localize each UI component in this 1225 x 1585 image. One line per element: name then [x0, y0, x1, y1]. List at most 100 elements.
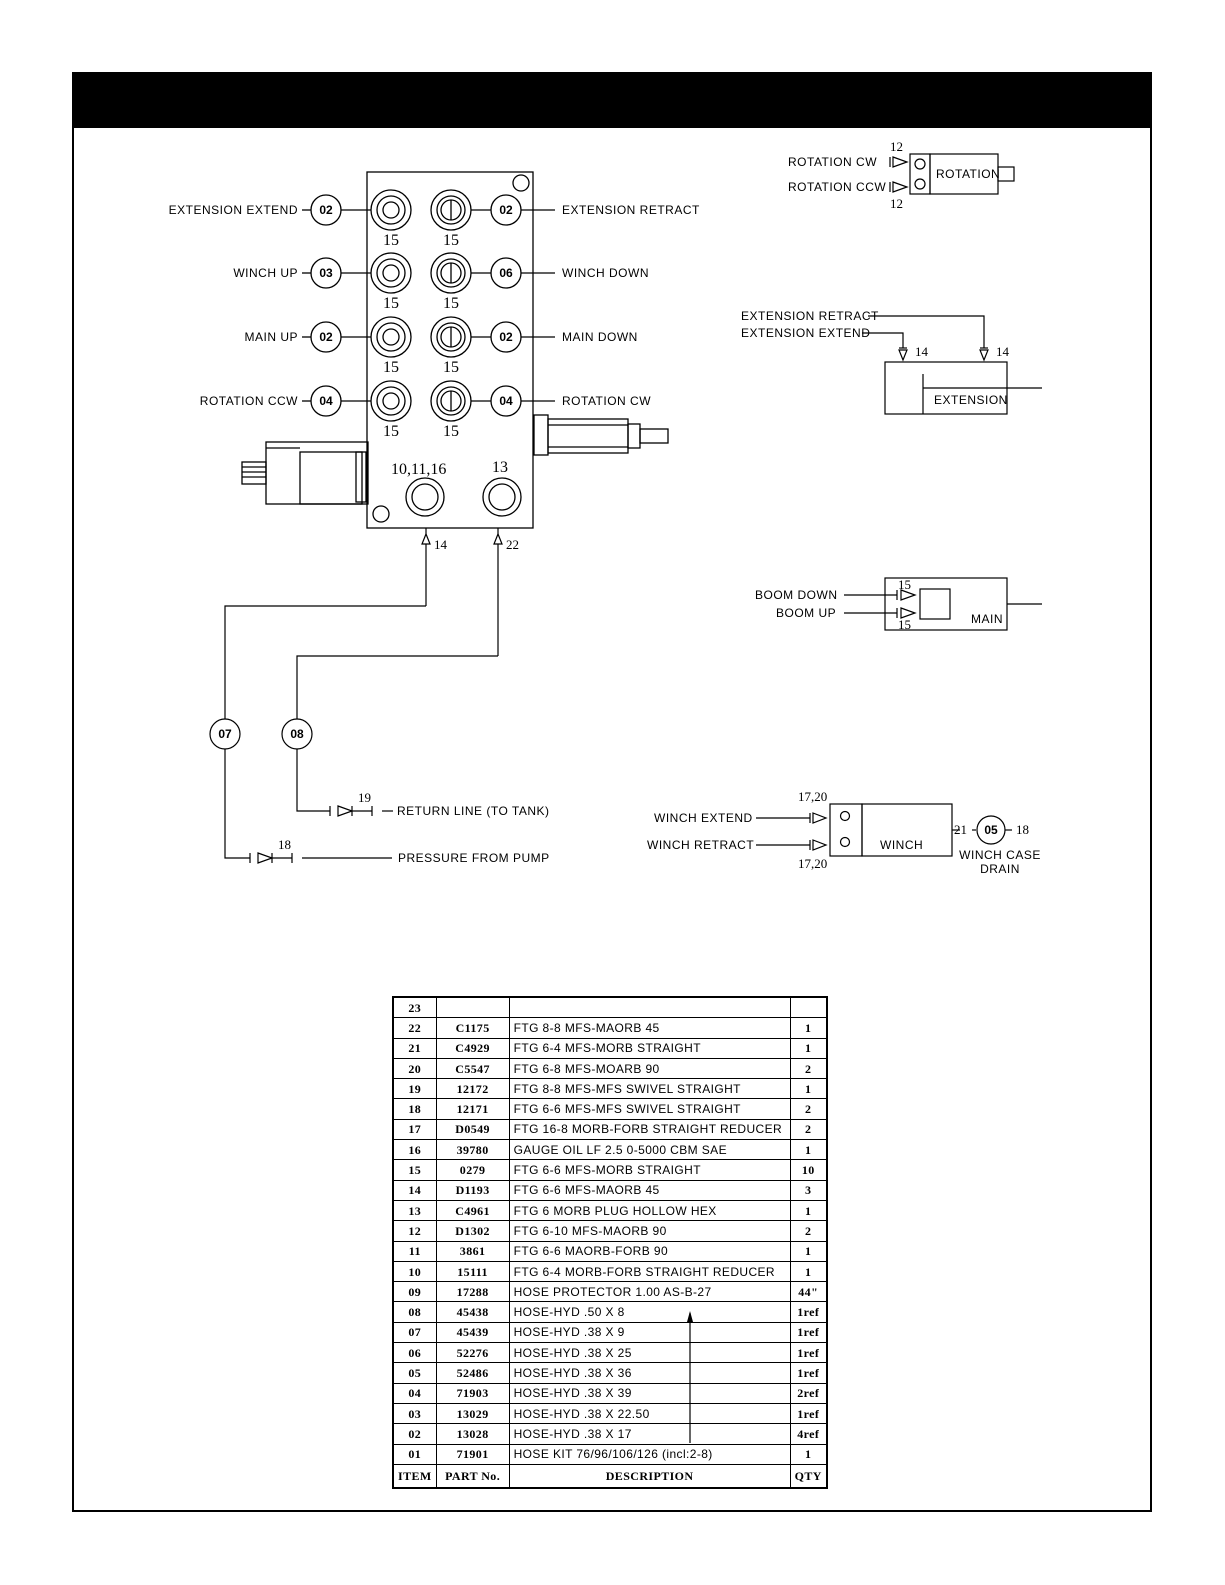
valve-ports: [302, 189, 555, 422]
table-cell-part: 13029: [435, 1402, 510, 1425]
table-cell-qty: 1: [789, 1037, 828, 1059]
title-band: [72, 72, 1152, 128]
table-cell-item: 23: [392, 996, 437, 1019]
rotation-box-label: ROTATION: [936, 167, 1000, 181]
valve-port-fitting: [382, 328, 400, 346]
table-cell-item: 19: [392, 1078, 437, 1100]
left-port-label: ROTATION CCW: [200, 394, 298, 408]
valve-mount-hole: [372, 505, 390, 523]
table-cell-part: 0279: [435, 1159, 510, 1181]
rotation-ccw-label: ROTATION CCW: [788, 180, 886, 194]
table-cell-qty: [789, 996, 828, 1019]
left-hose-bubble-label: 03: [319, 266, 333, 280]
table-cell-item: 09: [392, 1281, 437, 1303]
right-hose-bubble-label: 06: [499, 266, 513, 280]
table-cell-desc: FTG 6-8 MFS-MOARB 90: [508, 1057, 791, 1080]
hose-bubble-label: 07: [218, 727, 232, 741]
rotation-fitting-label: 12: [890, 196, 903, 211]
table-cell-item: 12: [392, 1220, 437, 1242]
table-cell-desc: FTG 6-6 MFS-MFS SWIVEL STRAIGHT: [508, 1098, 791, 1120]
table-cell-qty: 1ref: [789, 1362, 828, 1384]
plug-port: [482, 477, 522, 517]
main-fitting-label: 15: [898, 617, 911, 632]
valve-port-fitting: [436, 386, 466, 416]
table-cell-qty: 2: [789, 1220, 828, 1242]
winch-drain-fitting-label: 18: [1016, 822, 1029, 837]
right-port-label: WINCH DOWN: [562, 266, 649, 280]
port-fitting-label: 15: [383, 423, 399, 440]
table-cell-part: 12172: [435, 1078, 510, 1100]
table-cell-part: 12171: [435, 1098, 510, 1120]
table-cell-part: 52486: [435, 1362, 510, 1384]
winch-drain-label: DRAIN: [980, 862, 1020, 876]
table-cell-desc: FTG 6-4 MORB-FORB STRAIGHT REDUCER: [508, 1260, 791, 1283]
table-cell-part: 45438: [435, 1301, 510, 1323]
table-cell-desc: GAUGE OIL LF 2.5 0-5000 CBM SAE: [508, 1139, 791, 1161]
table-cell-item: 08: [392, 1301, 437, 1323]
right-port-label: MAIN DOWN: [562, 330, 638, 344]
relief-valve: [533, 414, 669, 456]
left-port-label: WINCH UP: [233, 266, 298, 280]
table-cell-part: D0549: [435, 1118, 510, 1141]
table-cell-item: 15: [392, 1159, 437, 1181]
table-header-desc: DESCRIPTION: [508, 1463, 791, 1489]
table-cell-part: C4961: [435, 1199, 510, 1222]
table-cell-part: C4929: [435, 1037, 510, 1059]
return-fitting-label: 19: [358, 790, 371, 805]
table-cell-desc: FTG 8-8 MFS-MFS SWIVEL STRAIGHT: [508, 1078, 791, 1100]
table-cell-desc: FTG 6-4 MFS-MORB STRAIGHT: [508, 1037, 791, 1059]
port-fitting-label: 15: [383, 359, 399, 376]
table-cell-qty: 1: [789, 1240, 828, 1262]
winch-fitting-label: 17,20: [798, 856, 827, 871]
table-cell-qty: 1ref: [789, 1402, 828, 1425]
valve-port-fitting: [436, 195, 466, 225]
winch-box-label: WINCH: [880, 838, 923, 852]
main-box-label: MAIN: [971, 612, 1003, 626]
table-cell-qty: 1: [789, 1078, 828, 1100]
table-cell-part: D1193: [435, 1179, 510, 1201]
table-cell-qty: 2: [789, 1098, 828, 1120]
table-cell-qty: 2: [789, 1057, 828, 1080]
plug-port-label: 13: [492, 459, 508, 476]
rotation-fitting-label: 12: [890, 139, 903, 154]
boom-up-label: BOOM UP: [776, 606, 836, 620]
table-cell-item: 16: [392, 1139, 437, 1161]
table-cell-desc: FTG 6-6 MFS-MORB STRAIGHT: [508, 1159, 791, 1181]
valve-port-fitting: [436, 322, 466, 352]
port-fitting-label: 15: [443, 232, 459, 249]
control-valve: [241, 171, 669, 529]
return-line-label: RETURN LINE (TO TANK): [397, 804, 550, 818]
table-cell-desc: FTG 6-6 MFS-MAORB 45: [508, 1179, 791, 1201]
rotation-motor: [889, 153, 1015, 195]
table-cell-qty: 1: [789, 1017, 828, 1039]
table-cell-desc: FTG 8-8 MFS-MAORB 45: [508, 1017, 791, 1039]
table-cell-desc: HOSE-HYD .38 X 39: [508, 1382, 791, 1404]
right-port-label: EXTENSION RETRACT: [562, 203, 700, 217]
table-cell-qty: 1ref: [789, 1321, 828, 1344]
table-cell-desc: FTG 6-6 MAORB-FORB 90: [508, 1240, 791, 1262]
valve-port-fitting: [376, 195, 406, 225]
right-hose-bubble-label: 02: [499, 203, 513, 217]
winch-drain-fitting-label: 21: [954, 822, 967, 837]
boom-down-label: BOOM DOWN: [755, 588, 838, 602]
valve-port-fitting: [376, 258, 406, 288]
gauge-port: [405, 477, 445, 517]
table-cell-part: C1175: [435, 1017, 510, 1039]
table-cell-part: D1302: [435, 1220, 510, 1242]
table-header-qty: QTY: [789, 1463, 828, 1489]
port-fitting-label: 15: [443, 295, 459, 312]
table-cell-qty: 2: [789, 1118, 828, 1141]
valve-mount-hole: [512, 174, 530, 192]
table-cell-item: 03: [392, 1402, 437, 1425]
extension-extend-label: EXTENSION EXTEND: [741, 326, 870, 340]
table-cell-item: 22: [392, 1017, 437, 1039]
port-fitting-label: 15: [443, 423, 459, 440]
